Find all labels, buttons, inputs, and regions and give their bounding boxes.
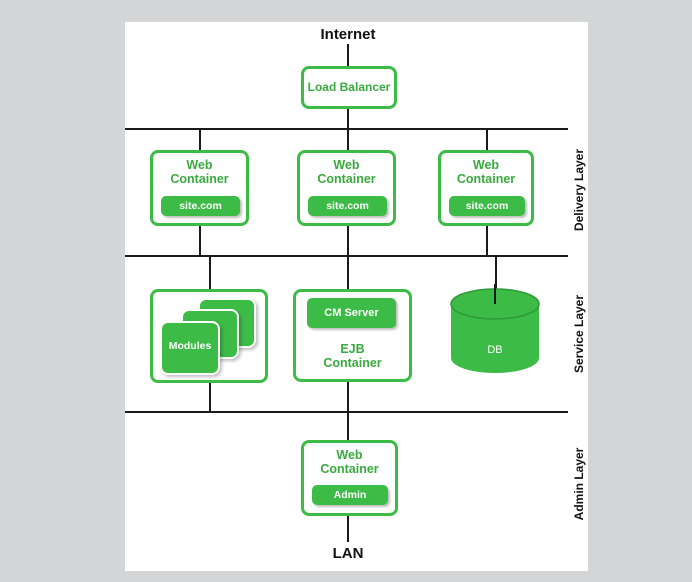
- admin-layer-label: Admin Layer: [572, 447, 586, 521]
- delivery-rise-2: [347, 226, 349, 256]
- delivery-bus: [125, 128, 568, 130]
- web-container-title-3a: Web: [472, 158, 500, 172]
- service-rise-ejb: [347, 382, 349, 412]
- web-container-title-1b: Container: [170, 172, 229, 186]
- admin-drop: [347, 411, 349, 440]
- service-drop-modules: [209, 255, 211, 289]
- web-container-title-3b: Container: [456, 172, 516, 186]
- db-label: DB: [487, 344, 503, 356]
- web-container-title-1a: Web: [186, 158, 213, 172]
- service-drop-db: [495, 255, 497, 299]
- delivery-drop-2: [347, 128, 349, 150]
- internet-connector: [347, 44, 349, 66]
- service-layer-label: Service Layer: [572, 294, 586, 374]
- lb-connector: [347, 109, 349, 129]
- app-site-3: site.com: [449, 196, 525, 216]
- delivery-rise-1: [199, 226, 201, 256]
- lan-label: LAN: [332, 545, 364, 562]
- load-balancer-label: Load Balancer: [307, 80, 391, 94]
- service-drop-ejb: [347, 255, 349, 289]
- admin-web-container: Web Container Admin: [301, 440, 398, 516]
- web-container-2: Web Container site.com: [297, 150, 396, 226]
- cm-server: CM Server: [307, 298, 396, 328]
- delivery-layer-label: Delivery Layer: [572, 148, 586, 232]
- ejb-title-b: Container: [323, 356, 382, 370]
- web-container-3: Web Container site.com: [438, 150, 534, 226]
- db-cylinder: [450, 284, 540, 373]
- admin-bus: [125, 411, 568, 413]
- app-site-1: site.com: [161, 196, 240, 216]
- modules-label: Modules: [168, 340, 212, 352]
- ejb-title-a: EJB: [340, 342, 365, 356]
- internet-label: Internet: [320, 26, 376, 43]
- module-card-front: Modules: [160, 321, 220, 375]
- web-container-1: Web Container site.com: [150, 150, 249, 226]
- ejb-container: CM Server EJB Container: [293, 289, 412, 382]
- service-rise-modules: [209, 383, 211, 412]
- admin-container-title-b: Container: [320, 462, 379, 476]
- delivery-rise-3: [486, 226, 488, 256]
- app-site-2: site.com: [308, 196, 387, 216]
- service-bus: [125, 255, 568, 257]
- load-balancer-box: Load Balancer: [301, 66, 397, 109]
- admin-container-title-a: Web: [336, 448, 363, 462]
- diagram-canvas: Internet Load Balancer Web Container sit…: [125, 22, 588, 571]
- web-container-title-2a: Web: [333, 158, 360, 172]
- app-admin: Admin: [312, 485, 388, 505]
- web-container-title-2b: Container: [317, 172, 376, 186]
- lan-connector: [347, 516, 349, 542]
- delivery-drop-1: [199, 128, 201, 150]
- delivery-drop-3: [486, 128, 488, 150]
